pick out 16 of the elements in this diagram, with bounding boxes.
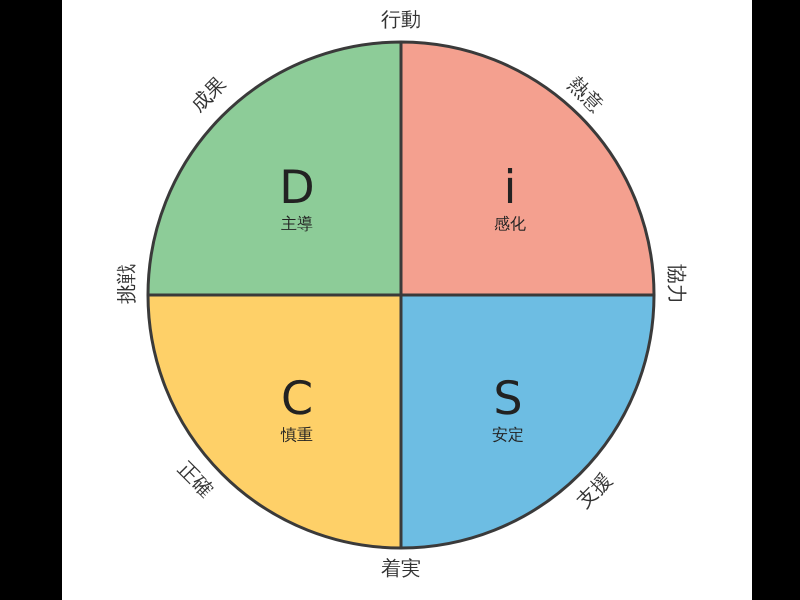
quadrant-letter: C [280, 371, 314, 425]
trait-label: 正確 [173, 456, 219, 502]
quadrant-letter: D [279, 160, 315, 214]
trait-label: 協力 [665, 264, 689, 304]
trait-label: 行動 [381, 7, 421, 31]
trait-label: 熱意 [563, 71, 609, 117]
quadrant-label: 感化 [494, 214, 526, 234]
quadrant-label: 慎重 [281, 425, 313, 445]
quadrant-label: 安定 [492, 425, 524, 445]
trait-label: 成果 [185, 71, 231, 117]
quadrant-label: 主導 [281, 214, 313, 234]
trait-label: 着実 [381, 556, 421, 580]
trait-label: 挑戦 [114, 264, 138, 304]
trait-label: 支援 [571, 467, 617, 513]
quadrant-letter: i [504, 160, 516, 214]
quadrant-letter: S [493, 371, 523, 425]
